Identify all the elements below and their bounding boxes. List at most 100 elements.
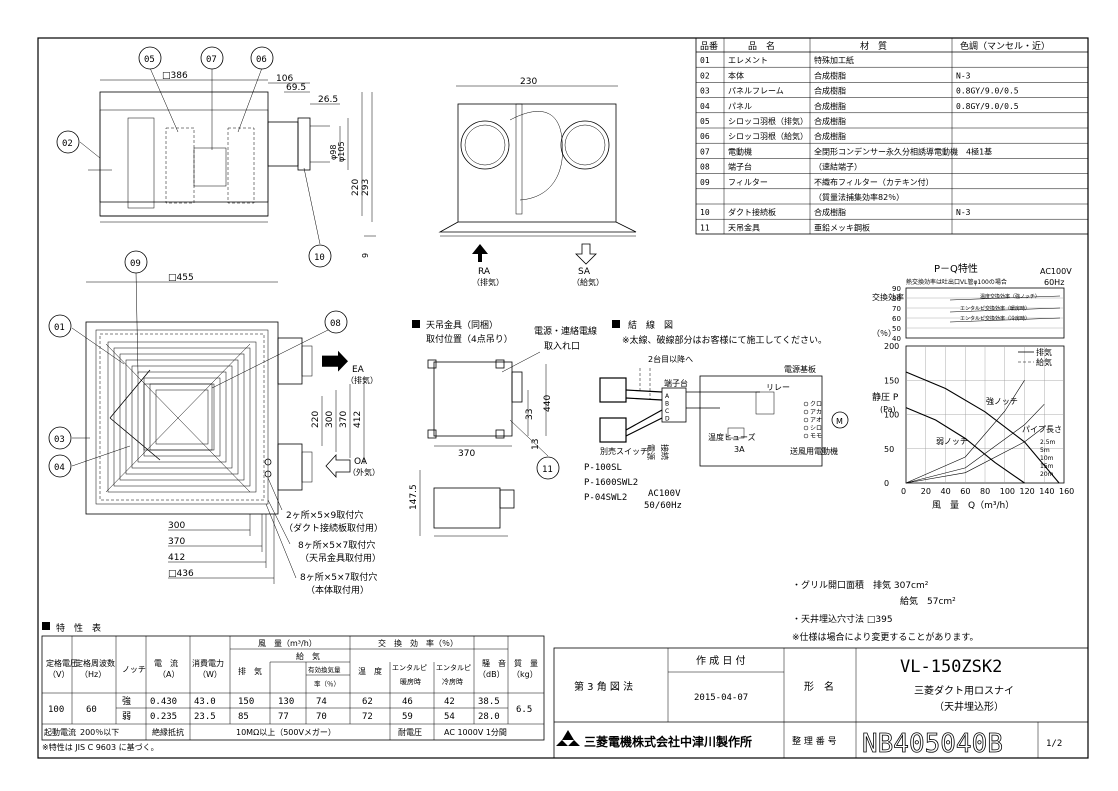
pq-strong: 強ノッチ <box>986 396 1018 406</box>
legend-sup: 給気 <box>1036 357 1052 367</box>
parts-cell: ダクト接続板 <box>728 207 776 217</box>
parts-cell: N-3 <box>956 71 971 80</box>
terminal-label: 端子台 <box>664 378 688 388</box>
spec-cell-temp: 62 <box>362 697 373 707</box>
side-view: 230 RA （排気） SA （給気） <box>438 77 637 287</box>
svg-text:M: M <box>836 417 843 426</box>
tb-date: 2015-04-07 <box>694 693 748 703</box>
dim-106: 106 <box>276 74 293 84</box>
dim-230: 230 <box>520 77 537 87</box>
motor-terminal: モモ <box>810 433 822 440</box>
power-label: 電源 <box>646 444 655 460</box>
terminal-row: B <box>665 401 669 408</box>
pq-x-tick: 120 <box>1020 487 1035 496</box>
board-label: 電源基板 <box>784 364 816 374</box>
parts-cell: 03 <box>700 87 710 96</box>
parts-cell: 04 <box>700 102 710 111</box>
note-ceiling: ・天井埋込穴寸法 □395 <box>792 613 893 625</box>
parts-cell: （速結端子） <box>814 162 862 172</box>
h-freq: 定格周波数 <box>75 658 115 668</box>
dim-26: 26.5 <box>318 95 338 105</box>
wiring-note: ※太線、破線部分はお客様にて施工してください。 <box>622 334 827 346</box>
front-view: □386 106 69.5 26.5 φ98 φ105 220 293 9 <box>88 71 376 258</box>
h-airflow: 風 量（m³/h） <box>258 639 317 648</box>
spec-insul-val: 10MΩ以上（500Vメガー） <box>236 727 336 737</box>
h-enth-c2: 冷房時 <box>442 677 463 686</box>
pq-x-tick: 0 <box>901 487 906 496</box>
oa-sub: （外気） <box>348 467 380 477</box>
ea-sub: （排気） <box>346 375 378 385</box>
h-notch: ノッチ <box>122 665 146 674</box>
parts-cell: 09 <box>700 178 710 187</box>
note-grille2: 給気 57cm² <box>900 595 956 607</box>
tb-name2: （天井埋込形） <box>934 700 1004 713</box>
dim-69: 69.5 <box>286 83 306 93</box>
parts-cell: シロッコ羽根（給気） <box>728 131 808 141</box>
parts-cell: 亜鉛メッキ鋼板 <box>814 222 870 232</box>
motor-label: 送風用電動機 <box>790 446 838 456</box>
balloon-04 <box>48 454 72 478</box>
pq-series-line <box>905 403 1045 484</box>
hole3-sub: （本体取付用） <box>306 584 369 596</box>
ra-label: RA <box>478 267 491 277</box>
pq-eff-line-1: 温度交換効率（強ノッチ） <box>980 293 1040 300</box>
h-temp: 温 度 <box>358 666 382 676</box>
parts-header-no: 品番 <box>700 40 718 52</box>
pq-y-tick: 50 <box>884 445 894 454</box>
tb-projection: 第 3 角 図 法 <box>574 680 633 693</box>
parts-cell: シロッコ羽根（排気） <box>728 116 808 126</box>
pq-series-line <box>905 380 1025 484</box>
switch-3: P-04SWL2 <box>584 493 627 503</box>
h-mass-u: （kg） <box>512 670 538 679</box>
hanger-bullet-icon <box>412 320 420 328</box>
spec-mass: 6.5 <box>516 705 532 715</box>
pq-eff-note: 熱交換効率は吐出口VL管φ100の場合 <box>906 278 1007 286</box>
pq-ac: AC100V <box>1040 267 1072 276</box>
balloon-label: 10 <box>314 253 325 263</box>
tb-number: NB405040B <box>862 729 1003 759</box>
mdim-33: 33 <box>525 409 535 420</box>
parts-cell: 11 <box>700 223 710 232</box>
spec-cell-ec: 54 <box>444 712 455 722</box>
sheet-border <box>37 37 1089 759</box>
parts-cell: 合成樹脂 <box>814 70 846 80</box>
pq-x-tick: 80 <box>980 487 990 496</box>
parts-cell: 0.8GY/9.0/0.5 <box>956 102 1019 111</box>
hanger-title: 天吊金具（同梱） <box>426 319 498 331</box>
sa-arrow-icon <box>575 243 597 265</box>
spec-cell-eh: 46 <box>402 697 413 707</box>
pq-x-tick: 100 <box>1000 487 1015 496</box>
bdim-370: 370 <box>168 537 185 547</box>
pq-chart: P－Q特性 AC100V 60Hz 熱交換効率は吐出口VL管φ100の場合 交換… <box>872 262 1074 511</box>
two-more: 2台目以降へ <box>648 354 693 364</box>
spec-cell-exh: 85 <box>238 712 249 722</box>
spec-cell-power: 43.0 <box>194 697 216 707</box>
spec-table: 特 性 表 定格電圧 （V） 定格周波数 （Hz） ノッチ 電 流 （A） 消費… <box>41 622 545 752</box>
parts-cell: 合成樹脂 <box>814 86 846 96</box>
pq-eff-label: 交換効率 <box>872 292 904 302</box>
pq-p-unit: (Pa) <box>880 405 896 414</box>
tb-name1: 三菱ダクト用ロスナイ <box>914 684 1014 697</box>
tb-company: 三菱電機株式会社中津川製作所 <box>584 734 752 749</box>
ac-label: AC100V <box>648 489 681 499</box>
terminal-row: D <box>665 416 670 423</box>
parts-cell: 本体 <box>728 70 744 80</box>
pq-q-label: 風 量 Q（m³/h） <box>932 500 1014 511</box>
oa-label: OA <box>354 457 368 467</box>
balloon-06 <box>250 46 274 70</box>
fuse-amp: 3A <box>734 445 745 454</box>
parts-cell: エレメント <box>728 56 768 65</box>
pq-eff-unit: （％） <box>872 329 896 338</box>
switch-title: 別売スイッチ <box>600 446 648 456</box>
parts-cell: パネル <box>728 102 752 111</box>
h-enth-h: エンタルピ <box>392 663 427 672</box>
spec-cell-sup: 77 <box>278 712 289 722</box>
parts-cell: 08 <box>700 163 710 172</box>
parts-cell: 合成樹脂 <box>814 131 846 141</box>
hole1-sub: （ダクト接続板取付用） <box>284 522 383 534</box>
h-eff-sup: 有効換気量 <box>308 665 341 674</box>
balloon-03 <box>48 426 72 450</box>
h-sup: 給 気 <box>296 651 320 661</box>
